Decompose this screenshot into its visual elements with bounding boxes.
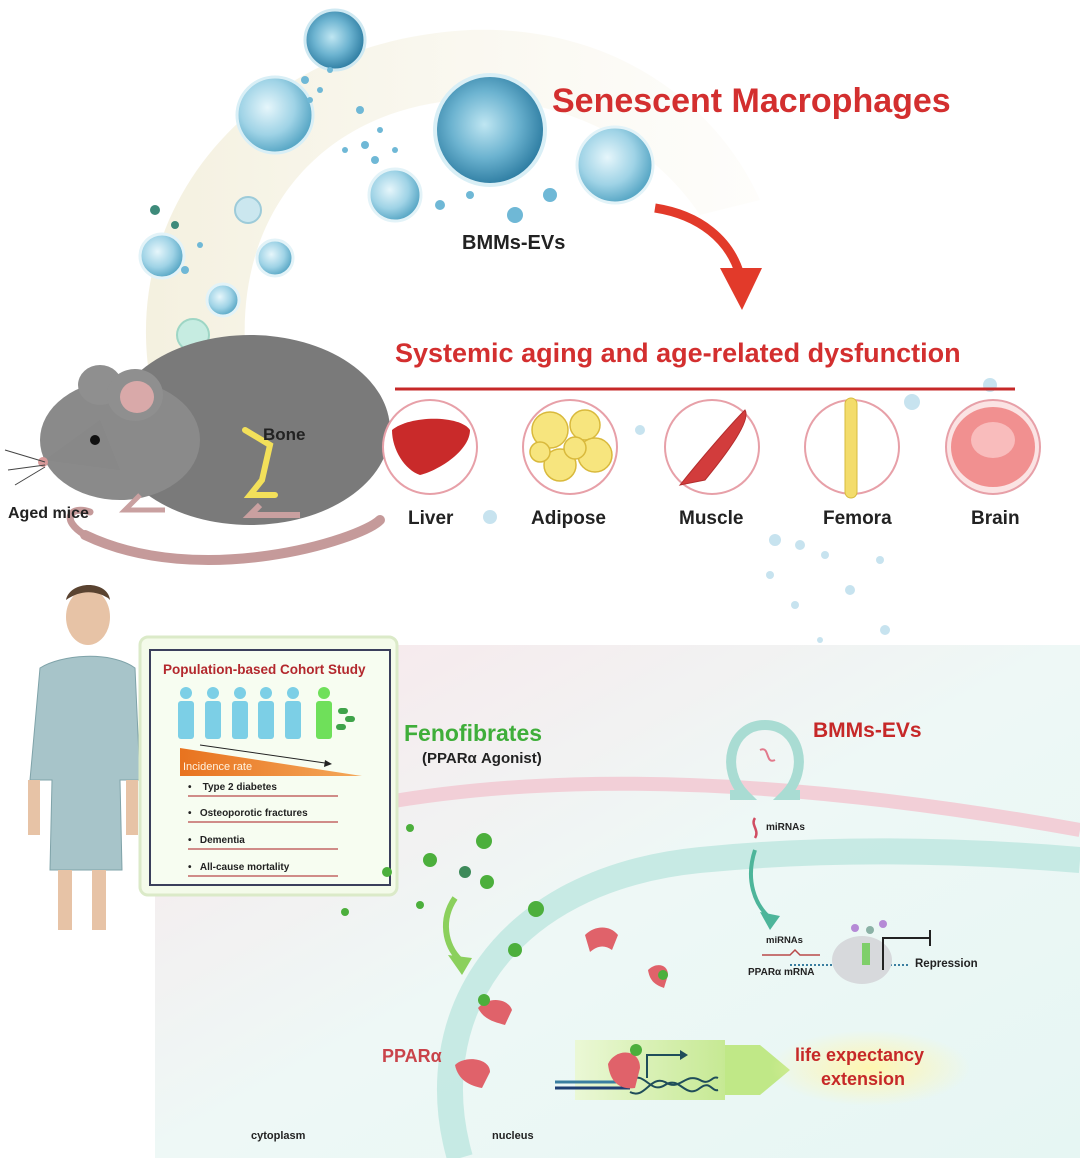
- outcome-item: • Dementia: [188, 835, 245, 846]
- green-fan-arrow-icon: [725, 1045, 790, 1095]
- outcome-text: All-cause mortality: [199, 862, 290, 873]
- person-icon: [232, 687, 248, 739]
- transcription-arrow-icon: [646, 1054, 680, 1078]
- bmms-evs-label: BMMs-EVs: [462, 232, 566, 254]
- mirnas-label: miRNAs: [766, 822, 805, 833]
- macrophage: [255, 238, 295, 278]
- person-icon: [258, 687, 274, 739]
- pill-icon: [336, 708, 355, 730]
- nuclear-membrane: [437, 838, 1080, 1158]
- organ-label-muscle: Muscle: [679, 508, 744, 529]
- outcome-underlines: [188, 795, 338, 877]
- population-icons: [178, 687, 355, 739]
- incidence-triangle: [180, 748, 362, 776]
- ppara-dna-icon: [608, 1052, 640, 1089]
- person-icon: [285, 687, 301, 739]
- macrophage: [205, 282, 241, 318]
- nucleus-label: nucleus: [492, 1130, 534, 1142]
- aged-mouse-illustration: [4, 335, 390, 565]
- outcome-text: Dementia: [199, 835, 245, 846]
- cohort-title: Population-based Cohort Study: [163, 662, 366, 677]
- repression-label: Repression: [915, 958, 978, 970]
- ev-vesicle: [726, 719, 804, 800]
- organ-label-liver: Liver: [408, 508, 454, 529]
- patient-illustration: [28, 585, 141, 930]
- liver-icon: [392, 418, 470, 475]
- fenofibrate-particles: [341, 824, 544, 957]
- dna-icon: [629, 1076, 719, 1093]
- macrophage: [367, 167, 423, 223]
- senescent-macrophages-title: Senescent Macrophages: [552, 82, 951, 120]
- outcome-item: • Osteoporotic fractures: [188, 808, 308, 819]
- bone-label: Bone: [263, 425, 306, 444]
- person-icon: [205, 687, 221, 739]
- bone-icon: [242, 427, 278, 498]
- dysfunction-title: Systemic aging and age-related dysfuncti…: [395, 338, 961, 368]
- ppara-icon: [585, 927, 618, 952]
- organ-label-adipose: Adipose: [531, 508, 606, 529]
- incidence-label: Incidence rate: [183, 761, 253, 773]
- green-arrow-icon: [442, 896, 463, 963]
- mirna-icon: [752, 817, 758, 839]
- organ-icons: [382, 397, 1041, 499]
- mirna-icon: [759, 748, 776, 762]
- cytoplasm-label: cytoplasm: [251, 1130, 306, 1142]
- muscle-icon: [678, 409, 747, 486]
- outcome-text: Type 2 diabetes: [202, 782, 277, 793]
- aged-mice-label: Aged mice: [8, 505, 89, 522]
- outcome-item: • All-cause mortality: [188, 862, 290, 873]
- organ-label-brain: Brain: [971, 508, 1020, 529]
- ev-particles: [150, 67, 997, 643]
- macrophage: [575, 125, 655, 205]
- ppara-icon: [455, 1059, 490, 1088]
- mirnas-label-2: miRNAs: [766, 935, 803, 946]
- outcome-text: Osteoporotic fractures: [199, 808, 308, 819]
- outcome-line-2: extension: [821, 1069, 906, 1089]
- ppara-icon: [478, 999, 512, 1025]
- ppara-agonist-label: (PPARα Agonist): [422, 750, 542, 767]
- macrophage: [138, 232, 186, 280]
- repression-icon: [882, 930, 931, 970]
- ppara-mrna-label: PPARα mRNA: [748, 967, 815, 978]
- fenofibrates-label: Fenofibrates: [404, 720, 543, 746]
- arrowhead-icon: [720, 268, 762, 310]
- senescent-macrophages: [138, 8, 655, 393]
- macrophage: [303, 8, 367, 72]
- outcome-item: • Type 2 diabetes: [188, 782, 277, 793]
- person-treated-icon: [316, 687, 332, 739]
- femur-icon: [844, 397, 858, 499]
- outcome-line-1: life expectancy: [795, 1045, 925, 1065]
- person-icon: [178, 687, 194, 739]
- macrophage: [235, 75, 315, 155]
- macrophage: [234, 196, 262, 224]
- ppara-label: PPARα: [382, 1046, 442, 1066]
- organ-label-femora: Femora: [823, 508, 892, 529]
- bmms-evs-cell-label: BMMs-EVs: [813, 719, 922, 742]
- macrophage: [433, 73, 547, 187]
- adipose-icon: [529, 409, 613, 482]
- curved-arrow-icon: [654, 203, 745, 277]
